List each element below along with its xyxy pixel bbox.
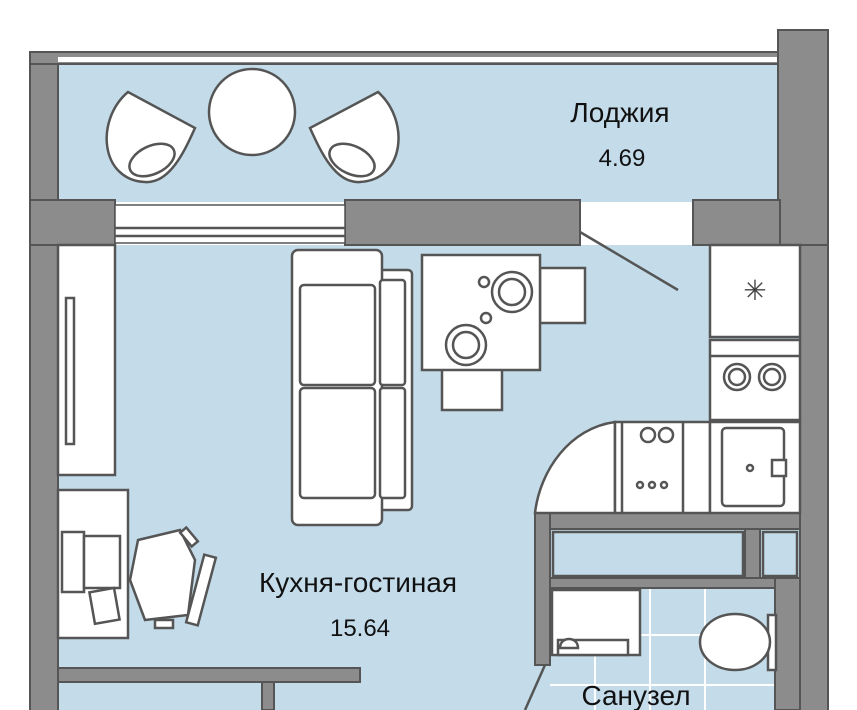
sink (708, 420, 802, 515)
bathroom-door (523, 664, 547, 710)
bathroom-shelves (551, 530, 799, 578)
kitchen-living-name: Кухня-гостиная (259, 567, 457, 598)
desk (56, 488, 130, 640)
loggia-round-table (207, 67, 297, 157)
svg-text:✳: ✳ (743, 274, 766, 307)
kitchen-counter (533, 420, 712, 515)
window (114, 204, 346, 244)
loggia-name: Лоджия (570, 97, 669, 128)
loggia-armchair-left (105, 90, 197, 184)
loggia-armchair-right (308, 90, 400, 184)
loggia-area: 4.69 (599, 145, 646, 172)
sofa (290, 248, 414, 527)
door-swing (579, 230, 679, 292)
dining-table (420, 253, 587, 412)
fridge: ✳ (708, 243, 802, 339)
bathroom-name: Санузел (581, 680, 690, 710)
washing-machine (550, 588, 642, 657)
stove (708, 338, 802, 422)
kitchen-living-area: 15.64 (330, 615, 390, 642)
tv-unit (56, 243, 117, 477)
toilet (698, 612, 778, 672)
office-chair (128, 525, 218, 630)
